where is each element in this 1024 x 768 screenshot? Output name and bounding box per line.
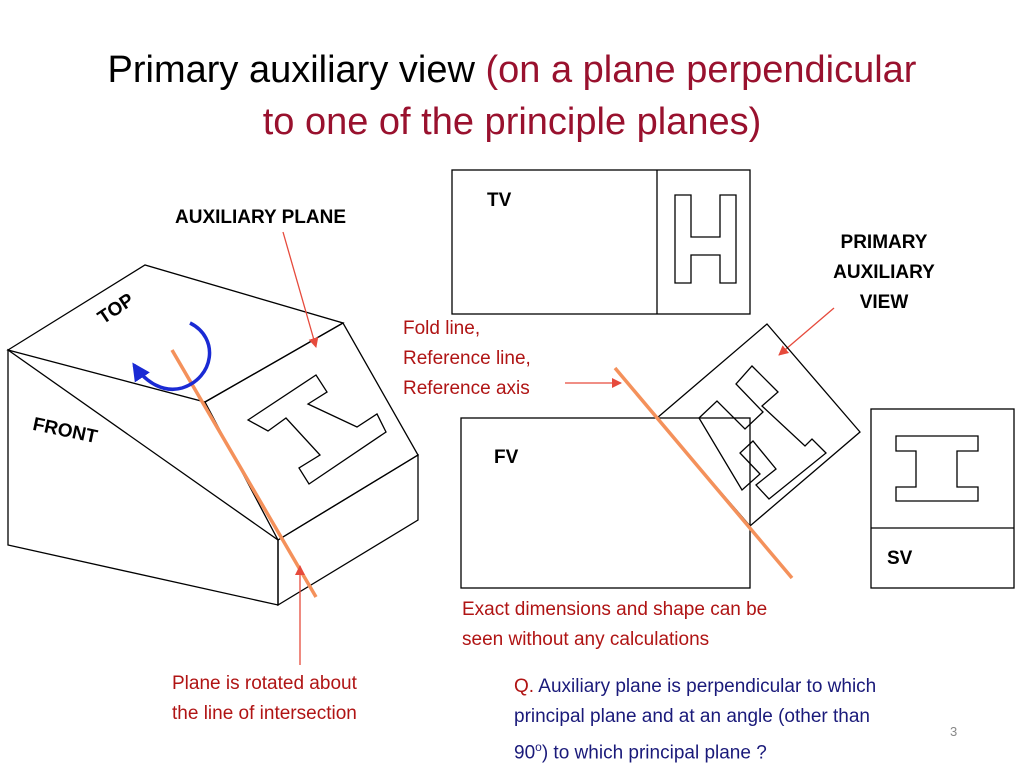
slide-title: Primary auxiliary view (on a plane perpe… [0,44,1024,148]
auxiliary-view [656,323,861,527]
question-line3-b: ) to which principal plane ? [541,742,767,764]
title-accent-line1: (on a plane perpendicular [485,49,917,91]
auxiliary-plane-label: AUXILIARY PLANE [175,207,347,228]
question-line1-text: Auxiliary plane is perpendicular to whic… [534,676,877,697]
primary-auxiliary-view-line2: AUXILIARY [833,262,935,283]
title-main: Primary auxiliary view [107,49,475,91]
exact-dimensions-note: Exact dimensions and shape can be seen w… [462,595,767,655]
fv-label: FV [494,447,519,468]
plane-rotated-line1: Plane is rotated about [172,673,357,694]
primary-auxiliary-view-label: PRIMARY AUXILIARY VIEW [814,228,954,318]
front-view [460,417,751,589]
top-view-frame [451,169,751,315]
exact-dimensions-line1: Exact dimensions and shape can be [462,599,768,620]
slide-number: 3 [950,724,958,739]
auxiliary-view-frame [656,323,861,527]
h-shape-side-view [895,435,979,502]
block-intersection-line [170,349,318,598]
tv-label: TV [487,190,512,211]
auxiliary-plane-leader [282,231,319,348]
question-line3: 90o) to which principal plane ? [514,732,876,768]
question-prefix: Q. [514,676,535,697]
top-view [451,169,751,315]
question-line2: principal plane and at an angle (other t… [514,706,870,727]
sv-label: SV [887,548,913,569]
isometric-block [6,264,419,607]
question-line1: Q. Auxiliary plane is perpendicular to w… [514,672,876,702]
primary-auxiliary-view-leader [778,307,835,356]
question-text: Q. Auxiliary plane is perpendicular to w… [514,672,876,768]
primary-auxiliary-view-line3: VIEW [859,292,909,313]
h-shape-top-view [674,194,737,284]
fold-line-label: Fold line, Reference line, Reference axi… [403,314,531,404]
block-side-face [277,453,419,607]
block-top-face [6,264,345,403]
question-line3-sup: o [535,740,542,754]
h-shape-auxiliary-view [698,365,827,500]
fold-line-label-line2: Reference line, [403,348,531,369]
block-front-face [7,348,279,606]
plane-rotated-note: Plane is rotated about the line of inter… [172,669,357,729]
fold-line-label-line3: Reference axis [403,378,530,399]
plane-rotated-line2: the line of intersection [172,703,357,724]
side-view-frame [870,408,1015,589]
rotation-arrow [132,321,212,391]
h-shape-inclined [246,374,387,485]
question-line3-a: 90 [514,742,536,764]
side-view [870,408,1015,589]
primary-auxiliary-view-line1: PRIMARY [840,232,928,253]
exact-dimensions-line2: seen without any calculations [462,629,710,650]
fold-line [613,366,794,580]
fold-line-label-line1: Fold line, [403,318,481,339]
title-accent-line2: to one of the principle planes) [262,101,762,143]
